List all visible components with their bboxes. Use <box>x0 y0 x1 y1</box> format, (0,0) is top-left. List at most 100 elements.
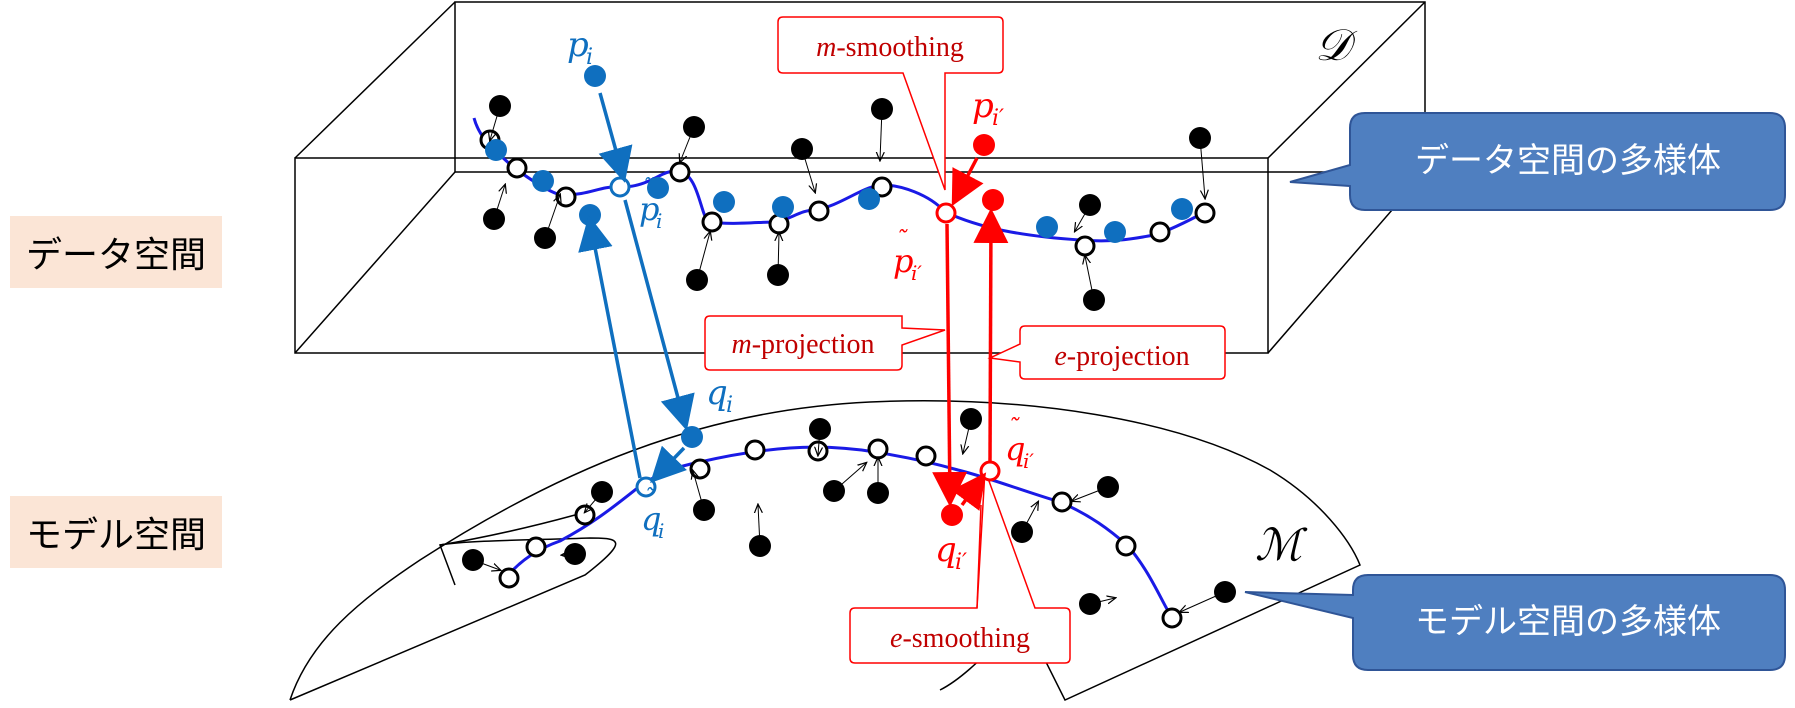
projection-arrow-thin <box>680 126 695 162</box>
label-q-iprime: q i′ <box>935 530 967 575</box>
svg-text:i′: i′ <box>1023 449 1034 473</box>
manifold-point-open <box>498 567 520 589</box>
svg-text:e-smoothing: e-smoothing <box>890 623 1030 654</box>
manifold-point-open <box>1074 235 1096 257</box>
projection-arrow-thin <box>1085 256 1095 301</box>
model-manifold-symbol: ℳ <box>1255 520 1308 571</box>
label-q-tilde-i: q i ˜ <box>641 484 664 543</box>
label-p-tilde-iprime: p i′ ˜ <box>893 226 922 285</box>
data-point-blue <box>1104 221 1126 243</box>
data-point-blue <box>532 170 554 192</box>
callout-e-smoothing: e-smoothing <box>849 469 1071 664</box>
projection-arrow-thin <box>1089 598 1115 605</box>
manifold-point-open <box>915 445 937 467</box>
arrow-q-to-qtilde <box>650 445 688 484</box>
manifold-point-open <box>574 504 596 526</box>
svg-text:˜: ˜ <box>1007 414 1020 442</box>
manifold-point-open <box>701 211 723 233</box>
svg-text:q: q <box>935 530 957 570</box>
e-projection-label: -projection <box>1067 341 1190 372</box>
bubble-data-manifold-text: データ空間の多様体 <box>1415 141 1721 181</box>
projection-arrow-thin <box>833 463 866 492</box>
label-p-tilde-i: p i ˜ <box>639 174 662 233</box>
svg-text:q: q <box>1005 430 1025 468</box>
manifold-point-open <box>867 438 889 460</box>
manifold-point-open <box>506 157 528 179</box>
svg-text:i′: i′ <box>955 550 967 575</box>
bubble-model-manifold: モデル空間の多様体 <box>1244 574 1786 671</box>
p-tilde-iprime-point <box>935 202 957 224</box>
bubble-model-manifold-text: モデル空間の多様体 <box>1415 602 1721 642</box>
data-point-blue <box>1036 216 1058 238</box>
manifold-point-open <box>744 439 766 461</box>
projection-arrow-thin <box>472 559 500 570</box>
svg-text:q: q <box>641 500 661 538</box>
arrow-qtilde-to-p <box>578 215 642 479</box>
model-space-curve <box>503 445 1174 619</box>
manifold-point-open <box>1161 607 1183 629</box>
svg-text:i: i <box>586 45 593 70</box>
label-q-i: q i <box>706 373 733 418</box>
arrow-p-to-ptilde <box>598 92 633 183</box>
data-point-blue <box>858 188 880 210</box>
m-projection-prefix: m <box>731 329 751 360</box>
projection-arrow-thin <box>562 554 576 555</box>
manifold-point-open <box>669 161 691 183</box>
svg-text:m-smoothing: m-smoothing <box>816 32 964 63</box>
e-smoothing-prefix: e <box>890 623 902 654</box>
m-projection-label: -projection <box>752 329 875 360</box>
manifold-point-open <box>1149 221 1171 243</box>
model-space-label: モデル空間 <box>10 496 223 568</box>
projection-arrow-thin <box>758 505 760 547</box>
data-point-blue <box>772 196 794 218</box>
projection-arrow-thin <box>1180 591 1226 612</box>
projection-arrow-thin <box>1075 204 1091 231</box>
red-data-point <box>982 189 1004 211</box>
q-tilde-iprime-point <box>979 460 1001 482</box>
projection-arrow-thin <box>1199 137 1205 198</box>
e-projection-prefix: e <box>1054 341 1066 372</box>
arrow-e-projection <box>973 208 1009 463</box>
svg-text:˜: ˜ <box>641 174 654 202</box>
svg-text:i′: i′ <box>911 261 922 285</box>
e-smoothing-label: -smoothing <box>902 623 1030 654</box>
projection-arrow-thin <box>585 491 603 512</box>
bubble-data-manifold: データ空間の多様体 <box>1289 112 1786 211</box>
projection-arrow-thin <box>963 418 972 453</box>
label-q-tilde-iprime: q i′ ˜ <box>1005 414 1034 473</box>
svg-text:i: i <box>726 393 733 418</box>
svg-text:q: q <box>706 373 728 413</box>
manifold-point-open <box>871 176 893 198</box>
math-labels: p i p i ˜ q i q i ˜ p i′ p <box>567 25 1034 575</box>
data-manifold-symbol: 𝒟 <box>1315 20 1358 71</box>
m-smoothing-label: -smoothing <box>836 32 964 63</box>
p-tilde-i-point <box>609 176 631 198</box>
arrow-layer <box>472 92 1226 612</box>
manifold-point-open <box>1194 202 1216 224</box>
arrow-ptilde-to-q <box>623 199 695 431</box>
callout-m-smoothing: m-smoothing <box>777 16 1004 191</box>
projection-arrow-thin <box>693 471 705 511</box>
manifold-point-open <box>808 200 830 222</box>
projection-arrow-thin <box>778 233 779 276</box>
svg-text:i: i <box>656 209 662 233</box>
data-space-label: データ空間 <box>10 216 223 288</box>
arrow-m-smoothing <box>951 157 984 207</box>
svg-text:p: p <box>893 242 913 280</box>
p-iprime-point <box>973 134 995 156</box>
manifold-point-open <box>525 536 547 558</box>
svg-text:˜: ˜ <box>643 484 656 512</box>
data-point-blue <box>1171 198 1193 220</box>
svg-text:p: p <box>567 25 589 65</box>
svg-text:p: p <box>972 86 994 126</box>
manifold-point-open <box>1115 535 1137 557</box>
projection-arrow-thin <box>1072 486 1109 501</box>
arrow-e-smoothing <box>951 472 987 511</box>
data-point-blue <box>485 139 507 161</box>
data-point-blue <box>713 191 735 213</box>
manifold-point-open <box>1051 491 1073 513</box>
label-p-iprime: p i′ <box>972 86 1004 131</box>
svg-text:m-projection: m-projection <box>731 329 874 360</box>
